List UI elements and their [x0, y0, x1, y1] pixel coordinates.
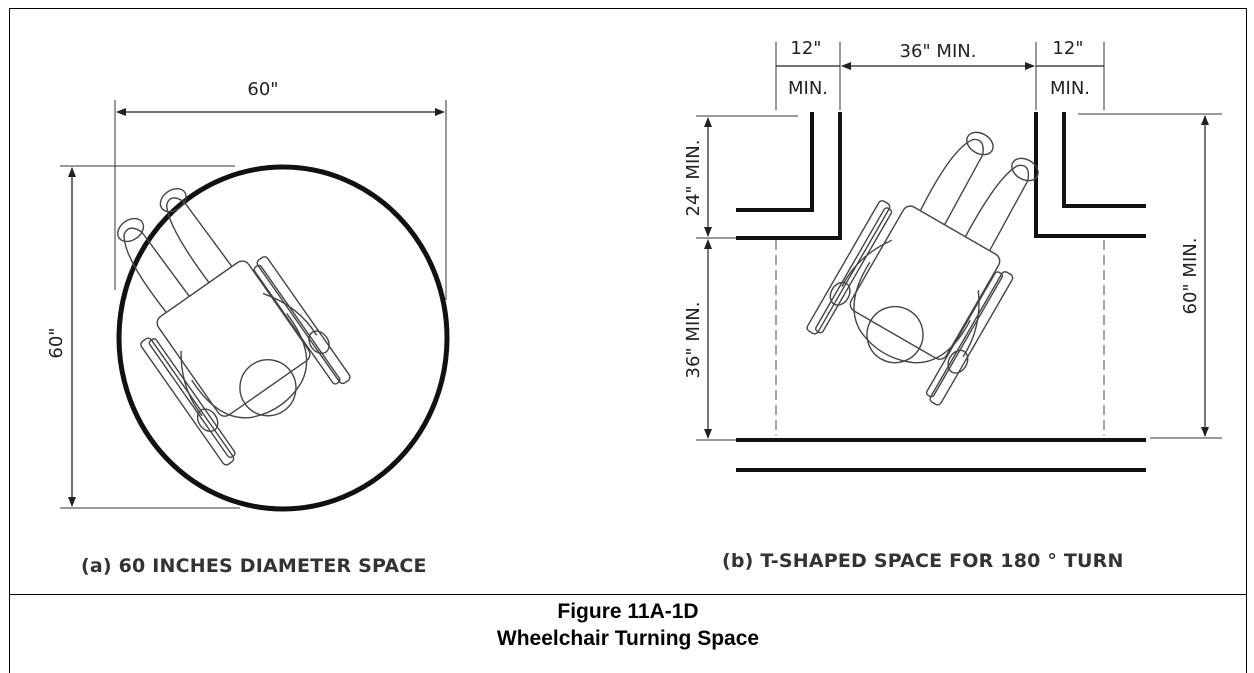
wall-left-outer: [736, 112, 842, 240]
dim-label-24: 24" MIN.: [683, 140, 704, 217]
dim-label-60-vert: 60" MIN.: [1180, 238, 1201, 315]
panel-a-caption: (a) 60 INCHES DIAMETER SPACE: [81, 555, 427, 577]
dim-label-right-12: 12": [1052, 38, 1083, 59]
dim-label-left-min: MIN.: [788, 78, 828, 99]
dim-label-right-min: MIN.: [1050, 78, 1090, 99]
wall-right-inner: [1062, 112, 1146, 208]
dim-label-width: 60": [247, 79, 278, 100]
figure-number: Figure 11A-1D: [557, 600, 699, 623]
panel-b-caption: (b) T-SHAPED SPACE FOR 180 ° TURN: [722, 550, 1124, 572]
caption-divider: [9, 594, 1247, 595]
wall-left-inner: [736, 112, 814, 212]
panel-a-diagram: 60" 60": [46, 79, 450, 512]
panel-b-diagram: 12" MIN. 36" MIN. 12" MIN. 24" MIN. 36" …: [683, 38, 1222, 472]
wall-right-outer: [1034, 112, 1146, 238]
turning-circle: [116, 164, 450, 512]
dim-label-center: 36" MIN.: [900, 41, 977, 62]
figure-title: Wheelchair Turning Space: [496, 627, 760, 650]
wheelchair-user-icon: [117, 188, 351, 466]
wheelchair-user-icon-b: [806, 131, 1039, 406]
figure-frame: [9, 8, 1247, 673]
figure-drawing: 60" 60": [46, 38, 1222, 512]
dim-label-36-vert: 36" MIN.: [683, 302, 704, 379]
dim-label-height: 60": [46, 327, 67, 358]
t-shape-walls: [736, 112, 1146, 472]
dim-label-left-12: 12": [790, 38, 821, 59]
